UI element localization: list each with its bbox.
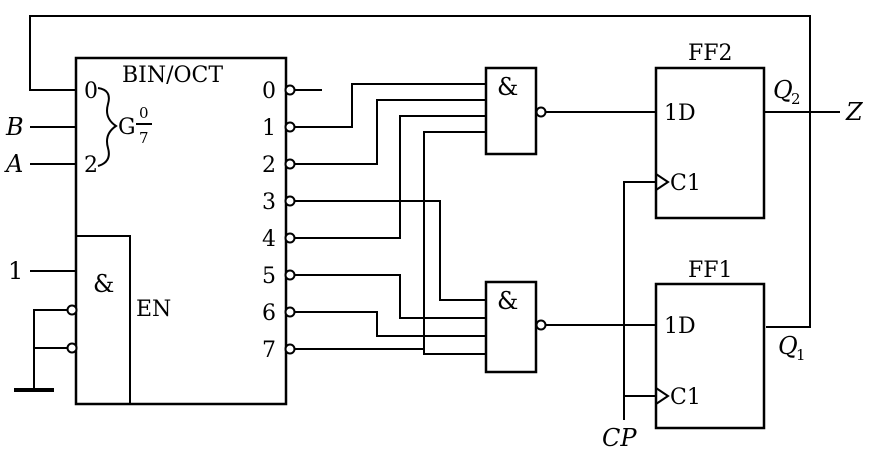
ff1-name: FF1 (688, 258, 733, 283)
Q2-label: Q (773, 76, 793, 104)
output-6-label: 6 (262, 301, 276, 326)
output-2-label: 2 (262, 153, 276, 178)
Q1-label: Q (778, 332, 798, 360)
input-one-label: 1 (8, 257, 23, 285)
wire-out3 (295, 200, 486, 301)
wire-out5 (295, 274, 486, 319)
wire-ground (33, 309, 67, 390)
wire-out1 (295, 83, 486, 128)
output-3-label: 3 (262, 190, 276, 215)
output-3-bubble (284, 195, 296, 207)
enable-label: EN (136, 297, 171, 322)
select-numerator: 0 (139, 104, 149, 122)
select-denominator: 7 (139, 129, 149, 147)
output-7-bubble (284, 343, 296, 355)
output-5-label: 5 (262, 264, 276, 289)
output-7-label: 7 (262, 338, 276, 363)
output-4-label: 4 (262, 227, 276, 252)
output-2-bubble (284, 158, 296, 170)
ff1-clk-label: C1 (670, 385, 701, 410)
input-A-label: A (4, 150, 23, 178)
ff2-clk-label: C1 (670, 171, 701, 196)
wire-out4 (295, 115, 486, 239)
wire-out6 (295, 311, 486, 337)
output-6-bubble (284, 306, 296, 318)
output-0-label: 0 (262, 79, 276, 104)
wire-CP-ff2 (623, 181, 656, 420)
and-gate-top (484, 66, 538, 156)
decoder-input-2-label: 2 (84, 153, 98, 178)
output-5-bubble (284, 269, 296, 281)
Q2-subscript: 2 (791, 90, 801, 108)
Q1-subscript: 1 (796, 346, 806, 364)
wire-feedback-Q1 (29, 15, 811, 328)
output-1-label: 1 (262, 116, 276, 141)
ff2-clock-triangle (655, 173, 670, 191)
output-Z-label: Z (845, 98, 864, 126)
flipflop-ff2 (654, 66, 766, 220)
enable-gate-symbol: & (93, 270, 114, 298)
ff1-clock-triangle (655, 387, 670, 405)
and-gate-top-bubble (535, 106, 547, 118)
enable-gate-outline (76, 235, 131, 404)
output-1-bubble (284, 121, 296, 133)
and-gate-bottom (484, 280, 538, 374)
decoder-outputs: 0 1 2 3 4 5 6 7 (262, 79, 296, 363)
ff2-name: FF2 (688, 41, 733, 66)
input-B-label: B (5, 113, 24, 141)
wire-out7-bottom (423, 349, 486, 355)
wire-out7-top (295, 131, 486, 350)
flipflop-ff1 (654, 282, 766, 430)
decoder-title: BIN/OCT (122, 63, 223, 88)
enable-bubble-2 (66, 342, 78, 354)
output-4-bubble (284, 232, 296, 244)
and-gate-top-symbol: & (497, 73, 518, 101)
wire-out2 (295, 99, 486, 165)
ff2-d-label: 1D (664, 101, 696, 126)
decoder-block (74, 56, 288, 406)
ff1-d-label: 1D (664, 314, 696, 339)
and-gate-bottom-symbol: & (497, 287, 518, 315)
decoder-input-0-label: 0 (84, 79, 98, 104)
CP-label: CP (602, 424, 637, 452)
enable-bubble-1 (66, 304, 78, 316)
and-gate-bottom-bubble (535, 319, 547, 331)
select-symbol: G (118, 115, 136, 140)
input-brace (97, 87, 118, 167)
output-0-bubble (284, 84, 296, 96)
